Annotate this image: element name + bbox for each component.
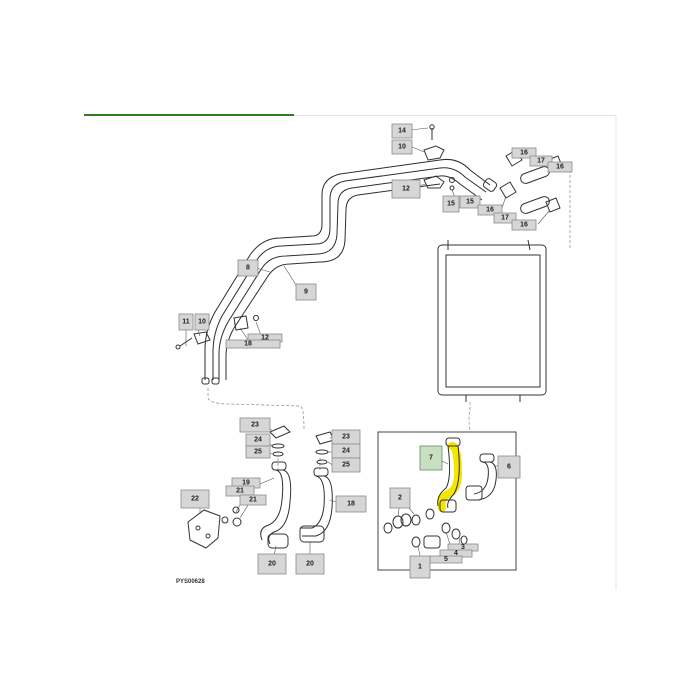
- detail-inset-frame: [377, 431, 517, 571]
- svg-text:11: 11: [182, 319, 190, 326]
- svg-text:17: 17: [537, 158, 545, 165]
- callout-18: 18: [335, 495, 367, 513]
- svg-text:9: 9: [304, 289, 308, 296]
- svg-text:14: 14: [398, 128, 406, 135]
- callout-14: 14: [391, 123, 413, 139]
- callout-22: 22: [180, 489, 210, 509]
- pipe-assembly: [201, 159, 498, 385]
- figure-code: PYS00628: [176, 579, 205, 585]
- svg-text:6: 6: [507, 464, 511, 471]
- svg-text:18: 18: [244, 341, 252, 348]
- svg-text:24: 24: [254, 437, 262, 444]
- highlighted-hose: [437, 442, 463, 512]
- callout-16-d: 16: [511, 219, 537, 231]
- svg-text:16: 16: [556, 164, 564, 171]
- svg-text:15: 15: [447, 201, 455, 208]
- callout-9: 9: [295, 283, 317, 301]
- detail-inset-parts: [383, 437, 497, 549]
- callout-10: 10: [391, 139, 413, 155]
- callout-21-b: 21: [239, 494, 267, 506]
- callout-16-b: 16: [547, 161, 573, 173]
- callout-2: 2: [389, 487, 411, 509]
- top-clamps: [423, 124, 455, 191]
- svg-text:12: 12: [402, 186, 410, 193]
- callout-16-c: 16: [477, 204, 503, 216]
- callout-23-a: 23: [239, 417, 271, 433]
- svg-text:15: 15: [466, 199, 474, 206]
- svg-text:1: 1: [418, 564, 422, 571]
- svg-text:24: 24: [342, 448, 350, 455]
- callout-8: 8: [237, 259, 259, 277]
- svg-text:25: 25: [254, 449, 262, 456]
- svg-text:8: 8: [246, 265, 250, 272]
- callout-17-b: 17: [493, 212, 517, 224]
- svg-text:16: 16: [520, 150, 528, 157]
- bottom-left-fittings: [187, 425, 335, 549]
- svg-text:10: 10: [398, 144, 406, 151]
- left-clamp: [175, 315, 259, 350]
- svg-text:12: 12: [261, 335, 269, 342]
- svg-text:21: 21: [236, 488, 244, 495]
- svg-text:2: 2: [398, 495, 402, 502]
- svg-text:23: 23: [251, 422, 259, 429]
- callout-16-a: 16: [511, 147, 537, 159]
- callout-15-a: 15: [442, 195, 460, 213]
- callout-7-highlighted: 7: [419, 445, 443, 471]
- svg-text:16: 16: [520, 222, 528, 229]
- callout-6: 6: [497, 455, 521, 479]
- callout-15-b: 15: [459, 195, 481, 209]
- callout-12: 12: [391, 179, 421, 199]
- svg-text:20: 20: [268, 561, 276, 568]
- svg-text:25: 25: [342, 462, 350, 469]
- callout-25-b: 25: [331, 457, 361, 473]
- callout-20-a: 20: [257, 553, 287, 575]
- callout-24-b: 24: [331, 443, 361, 459]
- callout-25-a: 25: [245, 445, 271, 459]
- svg-text:17: 17: [501, 215, 509, 222]
- svg-text:19: 19: [242, 480, 250, 487]
- svg-text:21: 21: [249, 497, 257, 504]
- callout-23-b: 23: [331, 429, 361, 445]
- callout-11: 11: [178, 313, 194, 331]
- svg-text:20: 20: [306, 561, 314, 568]
- callout-1: 1: [409, 555, 431, 579]
- pipe-end-right: [482, 178, 498, 192]
- callout-10-left: 10: [194, 313, 210, 331]
- callout-5: 5: [429, 555, 463, 564]
- svg-text:18: 18: [347, 501, 355, 508]
- callout-21-a: 21: [225, 485, 255, 497]
- pipe-end-left-b: [211, 377, 220, 385]
- svg-text:22: 22: [191, 496, 199, 503]
- callout-24-a: 24: [245, 433, 271, 447]
- pipe-end-left-a: [201, 377, 210, 385]
- svg-text:23: 23: [342, 434, 350, 441]
- svg-text:10: 10: [198, 319, 206, 326]
- svg-text:3: 3: [461, 544, 465, 551]
- callout-18-left: 18: [225, 339, 281, 349]
- svg-text:7: 7: [429, 455, 433, 462]
- svg-text:16: 16: [486, 207, 494, 214]
- radiator-core: [437, 239, 547, 402]
- callout-17-a: 17: [529, 155, 553, 167]
- callout-20-b: 20: [295, 553, 325, 575]
- svg-text:4: 4: [454, 550, 458, 557]
- svg-text:5: 5: [444, 556, 448, 563]
